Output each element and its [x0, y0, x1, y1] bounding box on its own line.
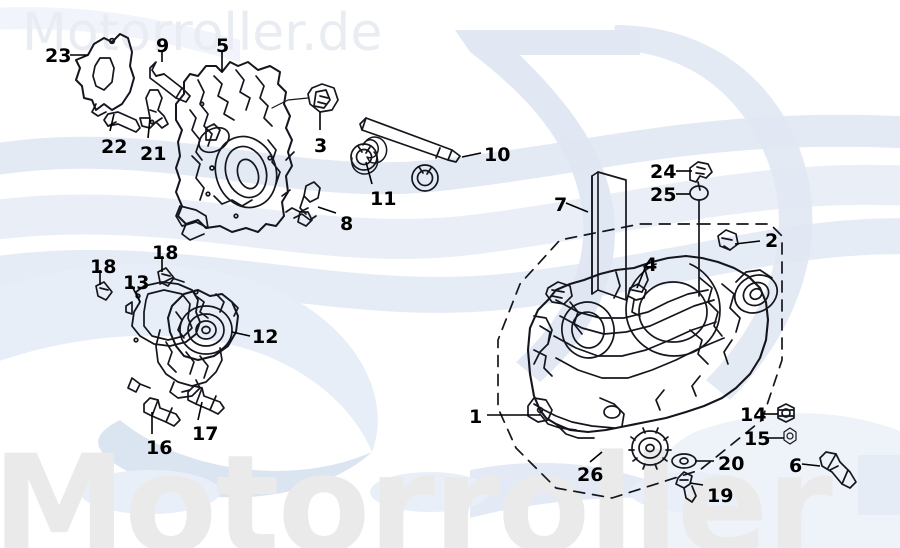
- callout-leader-7: [565, 202, 589, 213]
- swoosh-bottom-mid: [470, 462, 690, 518]
- part-9-bolt-short: [149, 61, 191, 103]
- part-19-drain-bolt: [675, 471, 697, 503]
- swoosh-hook-glyph: [612, 25, 813, 400]
- callout-number-14: 14: [740, 404, 767, 426]
- callout-number-16: 16: [146, 437, 173, 459]
- callout-number-19: 19: [707, 485, 734, 507]
- part-18-dowel-pin-small-a: [95, 281, 113, 301]
- callout-number-11: 11: [370, 188, 397, 210]
- swoosh-crescent-left: [0, 264, 378, 452]
- part-1-crankcase-left-half: [526, 254, 779, 439]
- callout-number-4: 4: [644, 254, 658, 276]
- callout-number-25: 25: [650, 184, 677, 206]
- part-10-shaft-rod: [359, 117, 461, 163]
- part-8-pin-and-clip: [285, 181, 321, 227]
- part-12-oil-pump-assembly: [127, 289, 239, 399]
- callout-number-21: 21: [140, 143, 167, 165]
- callout-number-23: 23: [45, 45, 72, 67]
- part-26-oil-pump-drive-gear: [628, 427, 672, 470]
- part-23-cover-gasket: [75, 33, 135, 117]
- watermark-top-text: Motorroller.de: [22, 3, 383, 63]
- callout-number-8: 8: [340, 213, 354, 235]
- part-3-bearing-block: [271, 83, 339, 113]
- swoosh-edge-right: [858, 455, 900, 515]
- part-6-long-bolt: [819, 451, 857, 489]
- callout-leader-26: [589, 451, 603, 463]
- swoosh-bottom-right: [650, 413, 900, 548]
- part-21-lever-arm: [139, 89, 169, 129]
- callout-leader-13: [131, 285, 141, 303]
- callout-number-20: 20: [718, 453, 745, 475]
- part-11-circlip-pair: [350, 136, 439, 192]
- callout-number-12: 12: [252, 326, 279, 348]
- part-16-bolt-flange-a: [143, 397, 181, 427]
- callout-leader-11: [365, 161, 373, 185]
- callout-number-22: 22: [101, 136, 128, 158]
- callout-number-10: 10: [484, 144, 511, 166]
- callout-leader-2: [734, 240, 761, 245]
- callout-leader-22: [109, 113, 115, 132]
- callout-number-3: 3: [314, 135, 328, 157]
- swoosh-dot-b: [370, 472, 490, 512]
- callout-leader-12: [231, 331, 251, 337]
- callout-leader-4: [636, 267, 646, 289]
- swoosh-flag-glyph: [455, 30, 640, 382]
- callout-number-7: 7: [554, 194, 568, 216]
- callout-number-9: 9: [156, 35, 170, 57]
- part-14-nut: [777, 403, 795, 423]
- part-17-bolt-flange-b: [187, 385, 225, 415]
- part-5-crankcase-cover: [175, 61, 295, 241]
- callout-leader-10: [461, 152, 482, 158]
- callout-leader-8: [317, 206, 337, 214]
- callout-leader-17: [197, 401, 203, 421]
- assembly-group-dashed-boundary: [497, 223, 783, 499]
- callout-number-17: 17: [192, 423, 219, 445]
- callout-number-13: 13: [123, 272, 150, 294]
- callout-number-18: 18: [152, 242, 179, 264]
- part-15-washer-small: [783, 427, 797, 445]
- callout-number-26: 26: [577, 464, 604, 486]
- callout-leader-21: [147, 117, 151, 139]
- part-7-dowel-pin-long: [591, 171, 627, 301]
- callout-number-15: 15: [744, 428, 771, 450]
- swoosh-dot-c: [630, 472, 750, 512]
- callout-number-2: 2: [765, 230, 779, 252]
- part-25-o-ring: [689, 185, 709, 297]
- swoosh-dot-a: [80, 470, 220, 514]
- callout-number-24: 24: [650, 161, 677, 183]
- swoosh-band-1: [0, 114, 900, 195]
- callout-number-1: 1: [469, 406, 483, 428]
- callout-number-18: 18: [90, 256, 117, 278]
- callout-leader-6: [801, 463, 821, 467]
- part-18-dowel-pin-small-b: [157, 267, 175, 287]
- callout-leader-19: [689, 482, 704, 486]
- callout-number-5: 5: [216, 35, 230, 57]
- swoosh-band-2: [0, 164, 900, 259]
- callout-number-6: 6: [789, 455, 803, 477]
